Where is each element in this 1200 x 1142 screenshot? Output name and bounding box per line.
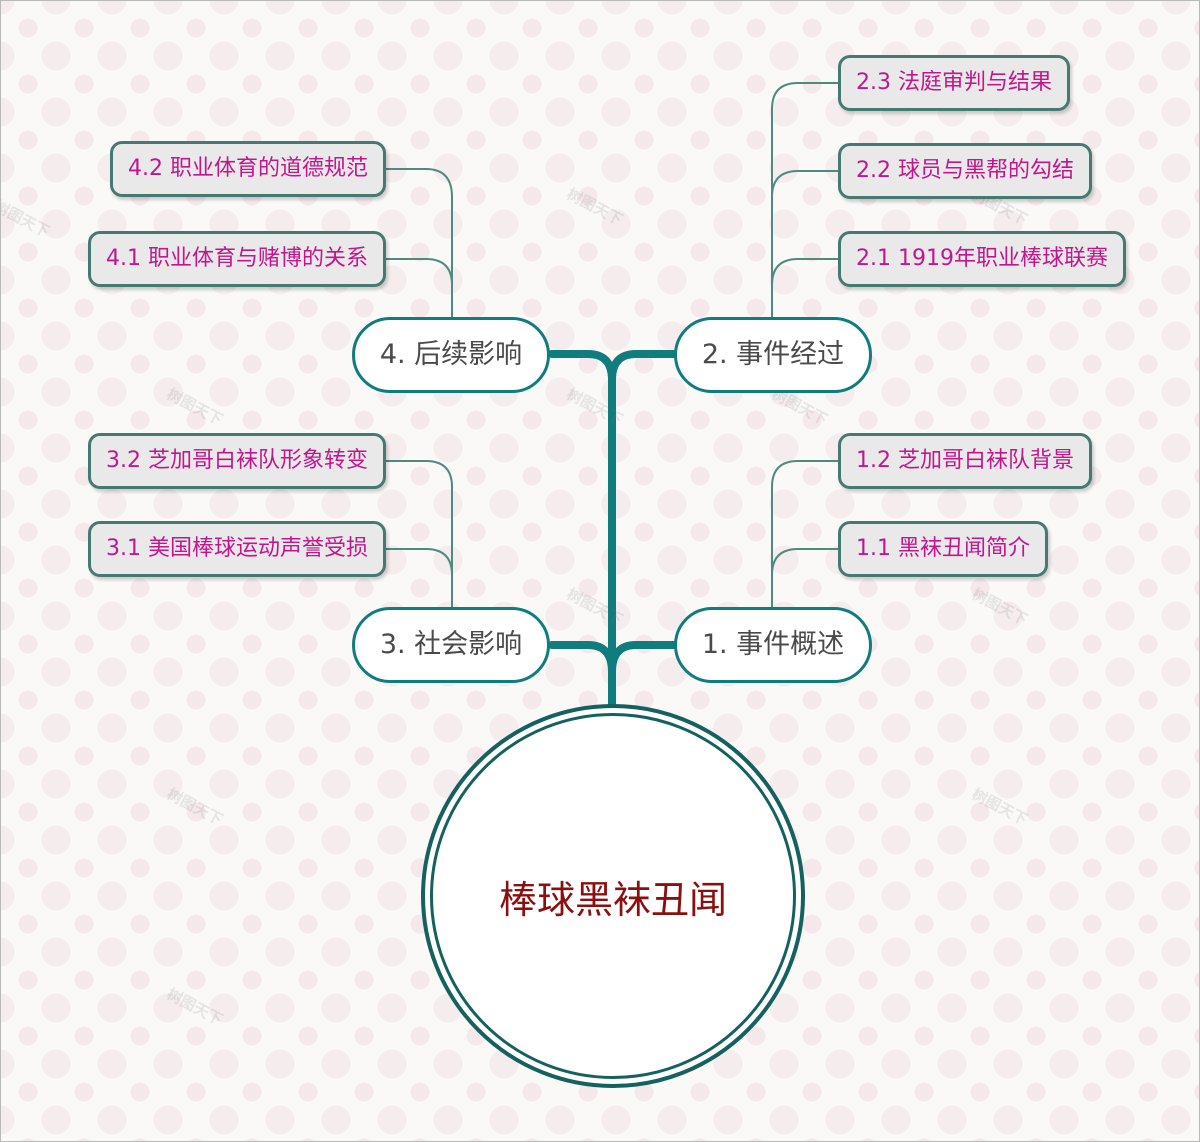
leaf-node[interactable]: 2.3 法庭审判与结果 (838, 55, 1070, 111)
leaf-connector (386, 460, 453, 575)
trunk-connector (548, 641, 616, 676)
leaf-node[interactable]: 2.2 球员与黑帮的勾结 (838, 143, 1092, 199)
leaf-node[interactable]: 4.1 职业体育与赌博的关系 (88, 231, 386, 287)
trunk-connector (548, 350, 616, 384)
leaf-connector (386, 168, 453, 285)
leaf-node[interactable]: 1.1 黑袜丑闻简介 (838, 521, 1048, 577)
branch-node-social-impact[interactable]: 3. 社会影响 (352, 607, 550, 683)
leaf-connector (771, 82, 838, 197)
branch-node-aftermath[interactable]: 4. 后续影响 (352, 317, 550, 393)
branch-node-process[interactable]: 2. 事件经过 (674, 317, 872, 393)
leaf-connector (386, 548, 453, 608)
trunk-connector (608, 641, 678, 676)
root-node[interactable]: 棒球黑袜丑闻 (421, 704, 805, 1088)
root-title: 棒球黑袜丑闻 (498, 877, 727, 922)
leaf-connector (771, 258, 838, 318)
leaf-connector (771, 460, 838, 575)
leaf-connector (771, 548, 838, 608)
trunk-connector (608, 350, 678, 714)
leaf-node[interactable]: 4.2 职业体育的道德规范 (110, 141, 386, 197)
leaf-node[interactable]: 3.2 芝加哥白袜队形象转变 (88, 433, 386, 489)
leaf-node[interactable]: 1.2 芝加哥白袜队背景 (838, 433, 1092, 489)
leaf-connector (386, 258, 453, 318)
root-node-inner-ring (430, 713, 796, 1079)
leaf-connector (771, 170, 838, 285)
leaf-node[interactable]: 2.1 1919年职业棒球联赛 (838, 231, 1126, 287)
branch-node-overview[interactable]: 1. 事件概述 (674, 607, 872, 683)
leaf-node[interactable]: 3.1 美国棒球运动声誉受损 (88, 521, 386, 577)
